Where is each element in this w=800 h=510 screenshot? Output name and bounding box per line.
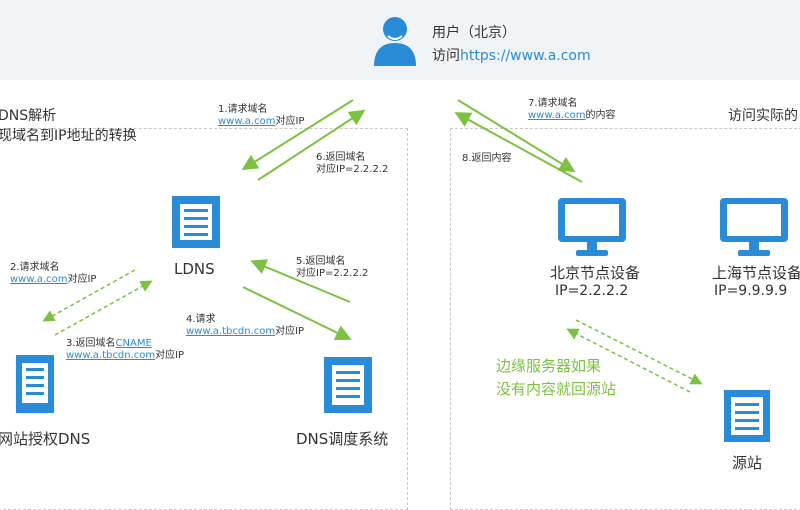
origin-server-icon [724,390,770,442]
visit-prefix: 访问 [432,48,460,64]
arrow-step-6 [257,109,366,181]
beijing-node-label: 北京节点设备 [550,264,641,282]
step-7-link[interactable]: www.a.com [528,110,586,121]
step-7-title: 7.请求域名 [528,98,578,109]
origin-label: 源站 [732,454,763,472]
step-6-annotation: 6.返回域名 对应IP=2.2.2.2 [316,152,388,176]
arrow-step-5 [250,259,351,303]
step-2-title: 2.请求域名 [10,262,60,273]
dispatch-server-icon [324,357,372,413]
auth-dns-label: 网站授权DNS [0,430,91,448]
step-4-title: 4.请求 [186,314,216,325]
header-band [0,0,800,80]
step-3-title: 3.返回域名 [66,338,116,349]
shanghai-node-ip: IP=9.9.9.9 [714,283,788,299]
user-visit-line: 访问https://www.a.com [432,45,591,65]
dns-section-title: DNS解析 现域名到IP地址的转换 [0,106,137,146]
step-4-body: www.a.tbcdn.com对应IP [186,326,304,338]
step-2-link[interactable]: www.a.com [10,274,68,285]
shanghai-node-label: 上海节点设备 [712,264,800,282]
auth-dns-server-icon [16,355,54,413]
dispatch-label: DNS调度系统 [296,430,389,448]
step-4-link[interactable]: www.a.tbcdn.com [186,326,276,337]
shanghai-node-monitor-icon [720,198,788,256]
note-line-1: 边缘服务器如果 [496,357,602,375]
user-icon [374,17,416,66]
step-8-annotation: 8.返回内容 [462,153,512,164]
step-6-title: 6.返回域名 [316,152,366,163]
arrow-step-7 [457,99,576,173]
step-3-cname: CNAME [115,338,152,349]
dns-section-title-line2: 现域名到IP地址的转换 [0,128,137,144]
ldns-server-icon [172,196,220,248]
step-6-detail: 对应IP=2.2.2.2 [316,164,389,175]
dns-section-title-line1: DNS解析 [0,108,57,124]
origin-fallback-note: 边缘服务器如果 没有内容就回源站 [496,355,616,401]
arrow-step-2 [42,269,136,322]
step-1-body: www.a.com对应IP [218,116,304,128]
beijing-node-ip: IP=2.2.2.2 [555,283,629,299]
note-line-2: 没有内容就回源站 [496,380,617,398]
step-2-body: www.a.com对应IP [10,274,96,286]
step-4-annotation: 4.请求 www.a.tbcdn.com对应IP [186,314,304,338]
arrow-step-4 [242,286,352,340]
step-4-suffix: 对应IP [275,326,305,337]
step-3-annotation: 3.返回域名CNAME www.a.tbcdn.com对应IP [66,338,184,362]
arrow-step-1 [241,99,354,171]
step-1-annotation: 1.请求域名 www.a.com对应IP [218,104,304,128]
step-7-body: www.a.com的内容 [528,110,615,122]
step-1-title: 1.请求域名 [218,104,268,115]
step-2-annotation: 2.请求域名 www.a.com对应IP [10,262,96,286]
user-name: 用户（北京） [432,25,516,41]
step-1-link[interactable]: www.a.com [218,116,276,127]
arrow-step-8 [454,112,583,183]
step-7-suffix: 的内容 [585,110,616,121]
arrow-origin-fetch [566,319,703,393]
step-3-suffix: 对应IP [155,350,185,361]
access-section-title: 访问实际的 [728,108,798,124]
step-7-annotation: 7.请求域名 www.a.com的内容 [528,98,615,122]
arrow-step-3 [54,280,153,336]
step-5-title: 5.返回域名 [296,256,346,267]
step-3-link[interactable]: www.a.tbcdn.com [66,350,156,361]
step-1-suffix: 对应IP [275,116,305,127]
step-3-title-row: 3.返回域名CNAME [66,338,184,350]
step-5-detail: 对应IP=2.2.2.2 [296,268,369,279]
visit-url[interactable]: https://www.a.com [460,48,591,64]
step-3-body: www.a.tbcdn.com对应IP [66,350,184,362]
step-2-suffix: 对应IP [67,274,97,285]
ldns-label: LDNS [174,260,215,278]
step-5-annotation: 5.返回域名 对应IP=2.2.2.2 [296,256,368,280]
beijing-node-monitor-icon [558,198,626,256]
